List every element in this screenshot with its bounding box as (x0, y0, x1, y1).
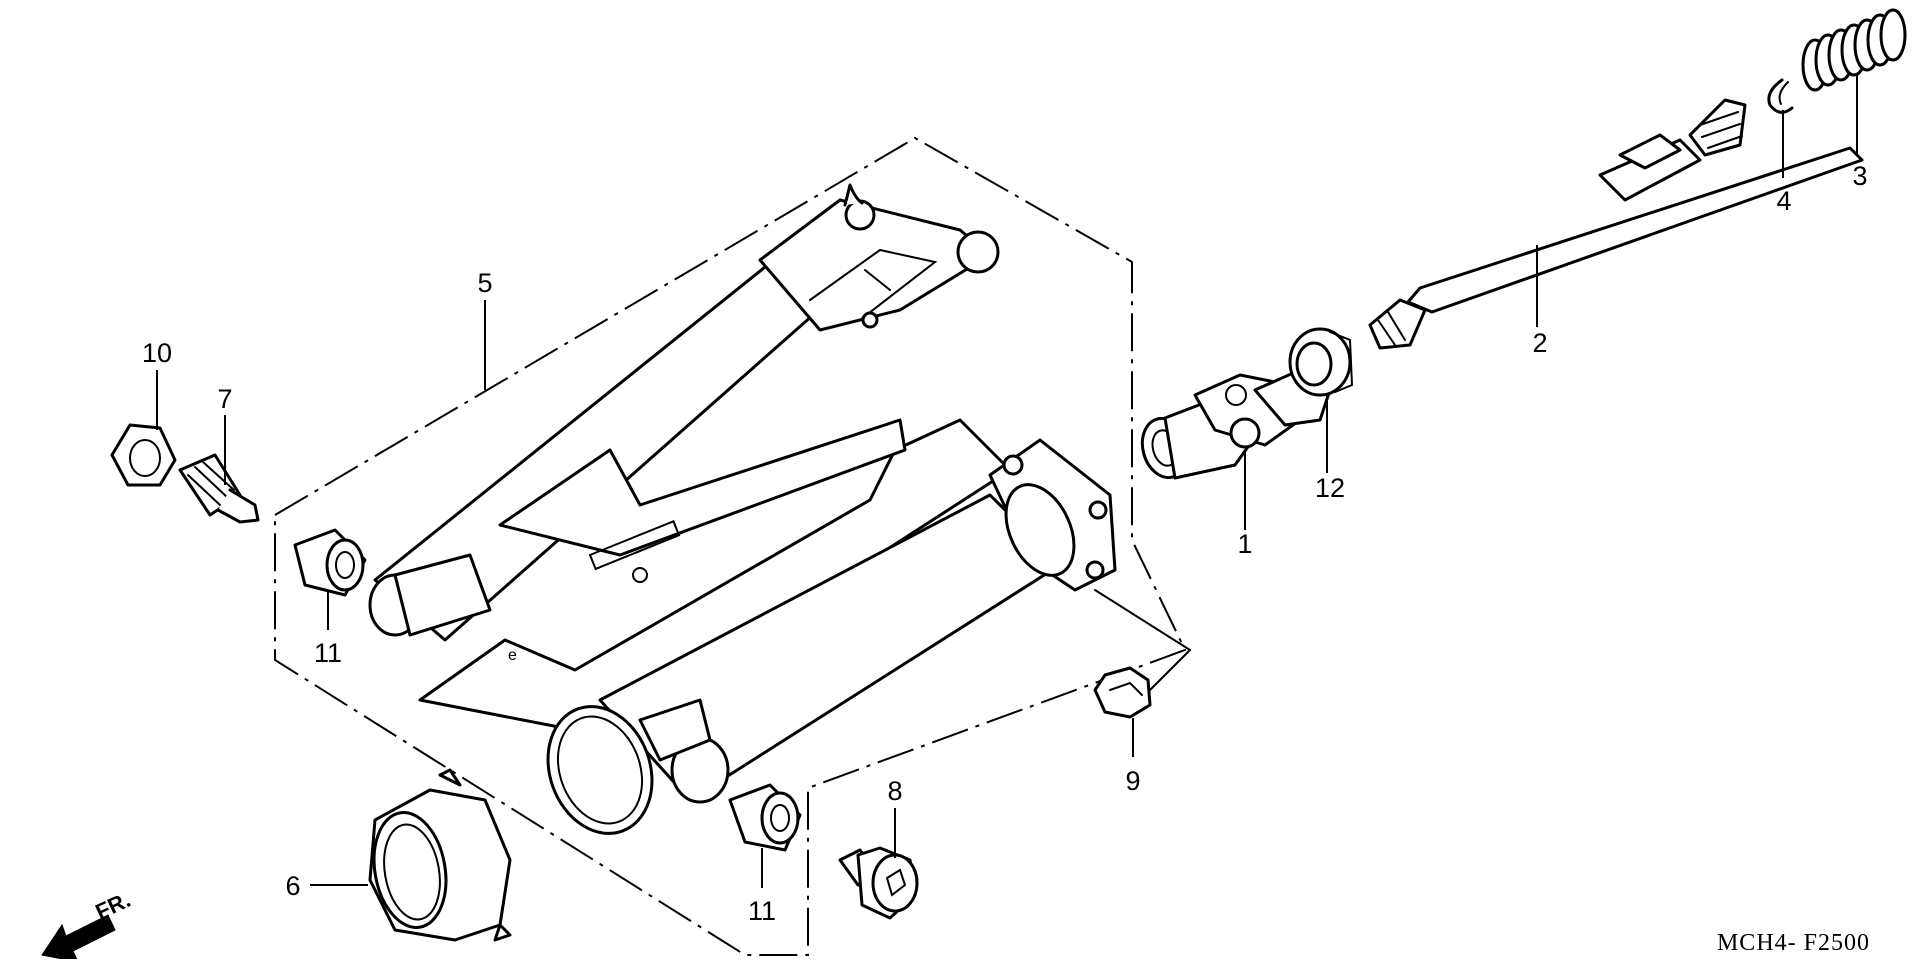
callout-11-left: 11 (314, 638, 342, 668)
callout-6: 6 (285, 871, 300, 901)
callout-11-right: 11 (748, 896, 776, 926)
part-9-cap-nut[interactable] (1093, 666, 1152, 719)
assembly-outline (274, 136, 1187, 956)
part-2-drive-shaft[interactable] (1368, 98, 1864, 350)
part-4-snap-ring[interactable] (1767, 78, 1794, 114)
part-6-boot[interactable] (365, 768, 512, 942)
part-11-needle-bearing-right[interactable] (728, 783, 802, 852)
fr-label: FR. (92, 887, 135, 925)
part-3-spring[interactable] (1801, 8, 1907, 92)
callout-1: 1 (1237, 529, 1252, 559)
callout-4: 4 (1776, 186, 1791, 216)
swingarm-mark: e (508, 647, 517, 664)
front-direction-arrow: FR. (41, 887, 135, 963)
callout-8: 8 (887, 776, 902, 806)
callout-9: 9 (1125, 766, 1140, 796)
callout-3: 3 (1852, 161, 1867, 191)
part-1-universal-joint[interactable] (1136, 368, 1332, 483)
leader-lines (156, 75, 1858, 888)
part-11-needle-bearing-left[interactable] (293, 528, 367, 597)
part-7-pivot-bolt[interactable] (178, 453, 260, 524)
callout-7: 7 (217, 384, 232, 414)
callout-12: 12 (1315, 473, 1345, 503)
part-12-oil-seal[interactable] (1288, 327, 1354, 397)
swingarm[interactable]: e (368, 183, 1117, 848)
callouts: 1 2 3 4 5 6 7 8 9 10 11 11 12 (142, 161, 1868, 926)
drawing-code: MCH4- F2500 (1717, 930, 1870, 956)
callout-10: 10 (142, 338, 172, 368)
part-8-bolt[interactable] (838, 846, 919, 920)
part-10-lock-nut[interactable] (110, 423, 177, 487)
callout-5: 5 (477, 268, 492, 298)
callout-2: 2 (1532, 328, 1547, 358)
